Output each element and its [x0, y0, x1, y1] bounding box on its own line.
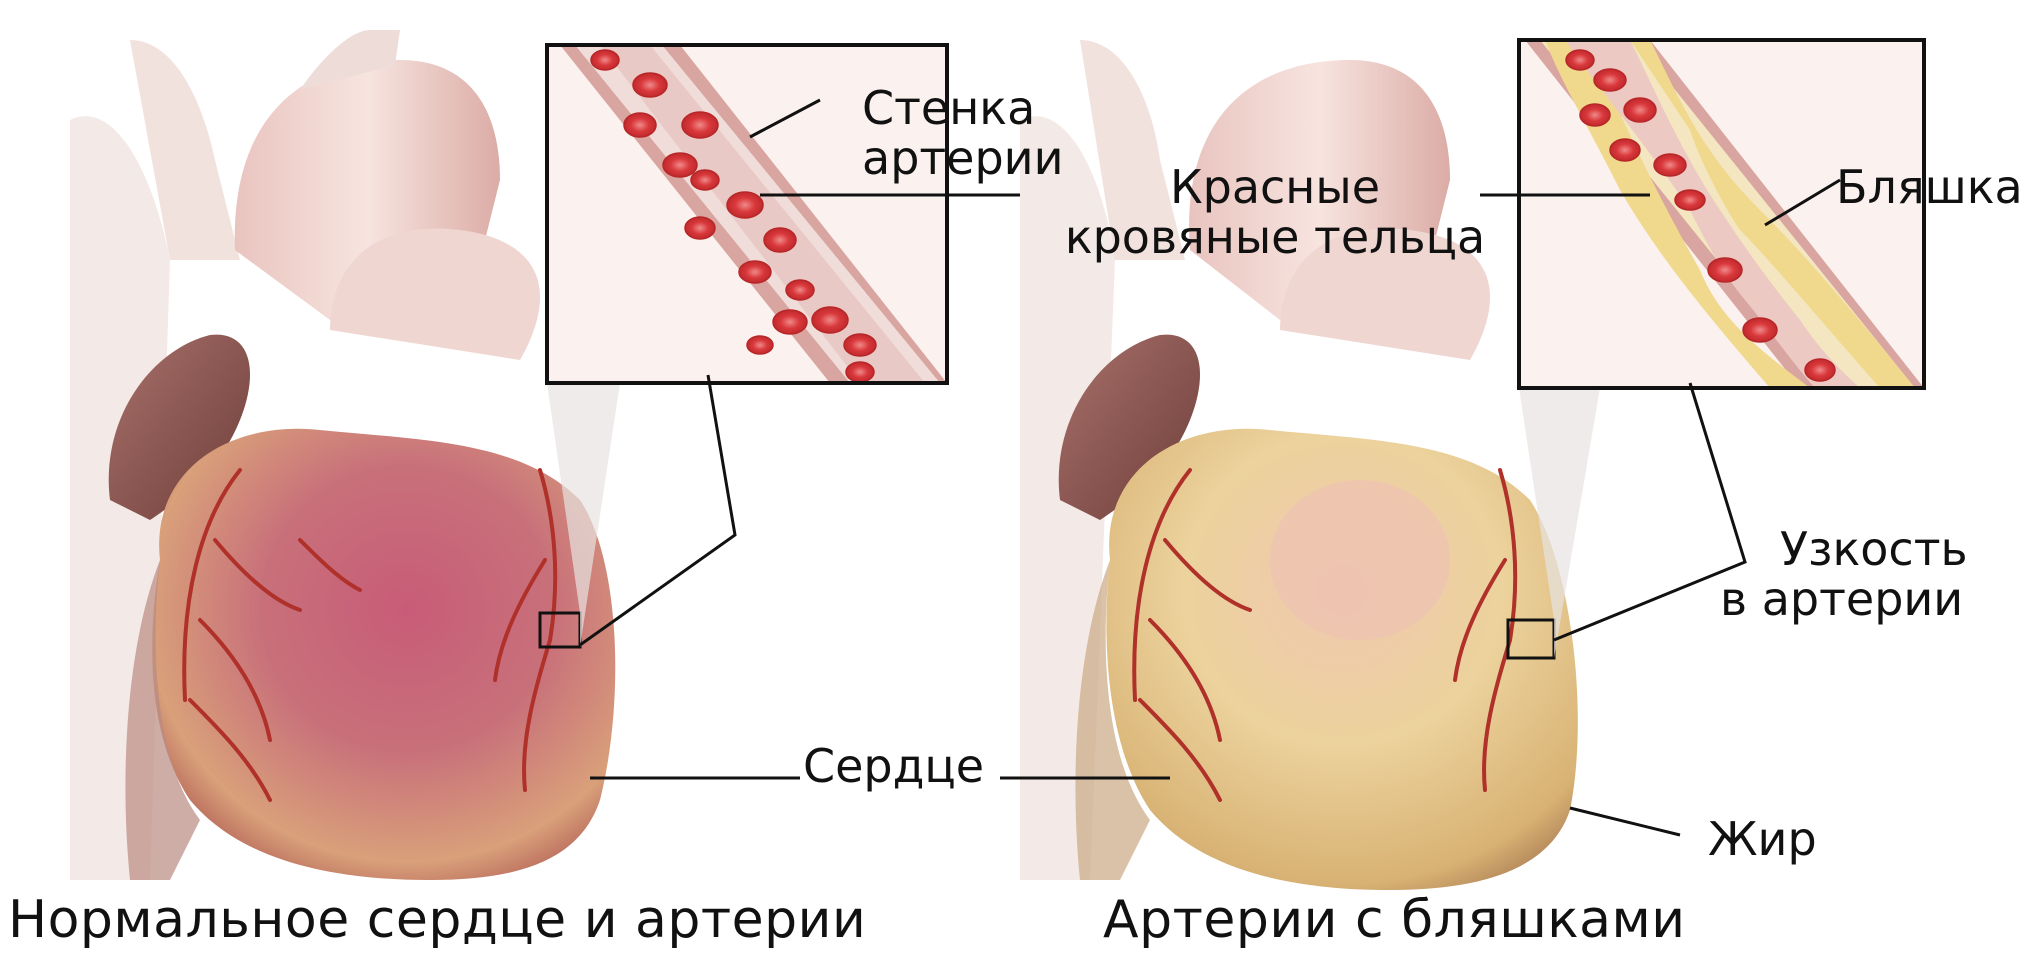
normal-heart-group: [70, 30, 615, 880]
label-plaque: Бляшка: [1836, 163, 2023, 213]
label-narrowing: Узкость в артерии: [1720, 525, 1968, 624]
label-fat: Жир: [1708, 815, 1817, 865]
label-heart: Сердце: [803, 742, 984, 792]
plaque-artery-inset: [1519, 40, 1924, 388]
label-red-blood-cells: Красные кровяные тельца: [1060, 163, 1490, 262]
caption-plaque: Артерии с бляшками: [1103, 890, 1686, 950]
label-artery-wall: Стенка артерии: [862, 84, 1063, 183]
caption-normal: Нормальное сердце и артерии: [8, 890, 866, 950]
